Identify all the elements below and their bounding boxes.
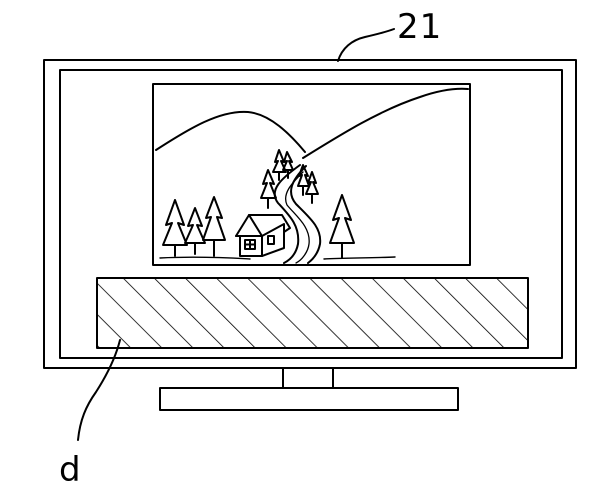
hill-left — [156, 112, 305, 152]
hill-right — [303, 89, 468, 158]
reference-label-display-region: d — [59, 453, 81, 487]
leader-line-21 — [338, 29, 394, 61]
tree-right — [330, 195, 354, 258]
tree-group-left — [163, 197, 225, 256]
stand-base — [160, 388, 458, 410]
house — [236, 215, 290, 256]
ground-line — [160, 257, 395, 259]
reference-numeral-tv: 21 — [397, 10, 442, 44]
tree-group-road — [261, 150, 318, 208]
hatched-region-d — [97, 278, 528, 348]
leader-line-d — [78, 340, 120, 440]
